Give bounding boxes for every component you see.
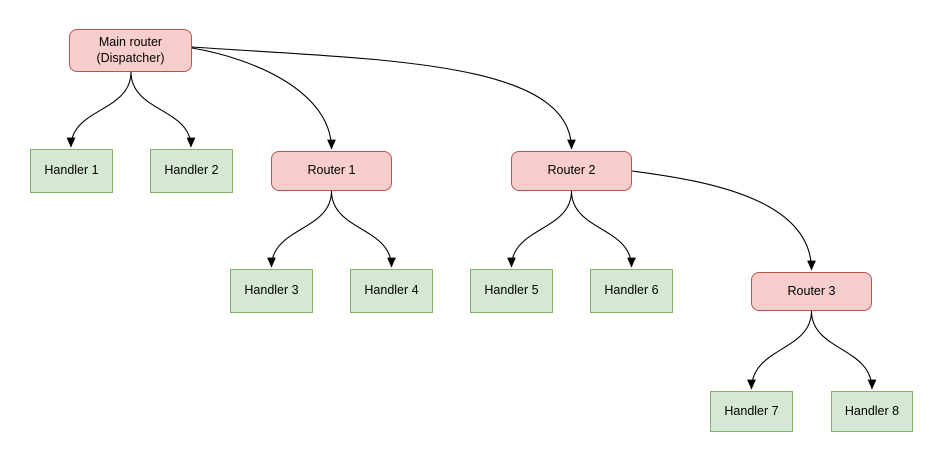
node-handler-4: Handler 4: [350, 269, 433, 313]
edge-main-to-h2: [130, 71, 196, 148]
node-label: Router 1: [307, 163, 356, 178]
node-label: Handler 3: [244, 283, 299, 298]
edge-r1-to-h4: [330, 190, 396, 268]
node-handler-1: Handler 1: [30, 149, 113, 193]
node-handler-5: Handler 5: [470, 269, 553, 313]
node-handler-6: Handler 6: [590, 269, 673, 313]
node-label: Handler 5: [484, 283, 539, 298]
edge-r3-to-h7: [747, 310, 813, 390]
node-label: Handler 2: [164, 163, 219, 178]
node-main-router: Main router (Dispatcher): [69, 29, 192, 72]
node-label: Handler 8: [844, 403, 900, 418]
edge-r3-to-h8: [810, 310, 877, 390]
node-label: Handler 7: [724, 403, 779, 418]
edge-r1-to-h3: [267, 190, 333, 268]
edge-r2-to-h6: [570, 190, 636, 268]
node-label: Handler 6: [604, 283, 659, 298]
node-label: Router 3: [787, 283, 836, 298]
node-label: Main router (Dispatcher): [96, 34, 165, 65]
node-router-2: Router 2: [511, 151, 632, 191]
node-router-1: Router 1: [271, 151, 392, 191]
node-handler-8: Handler 8: [831, 391, 913, 432]
edge-r2-to-h5: [507, 190, 573, 268]
edge-main-to-r1: [191, 47, 336, 150]
edge-r2-to-r3: [631, 170, 816, 271]
node-handler-3: Handler 3: [230, 269, 313, 313]
node-label: Router 2: [547, 163, 596, 178]
node-handler-7: Handler 7: [710, 391, 793, 432]
edge-main-to-h1: [66, 71, 132, 148]
node-label: Handler 4: [364, 283, 419, 298]
node-handler-2: Handler 2: [150, 149, 233, 193]
edge-main-to-r2: [191, 46, 576, 150]
node-router-3: Router 3: [751, 272, 872, 311]
node-label: Handler 1: [44, 163, 99, 178]
